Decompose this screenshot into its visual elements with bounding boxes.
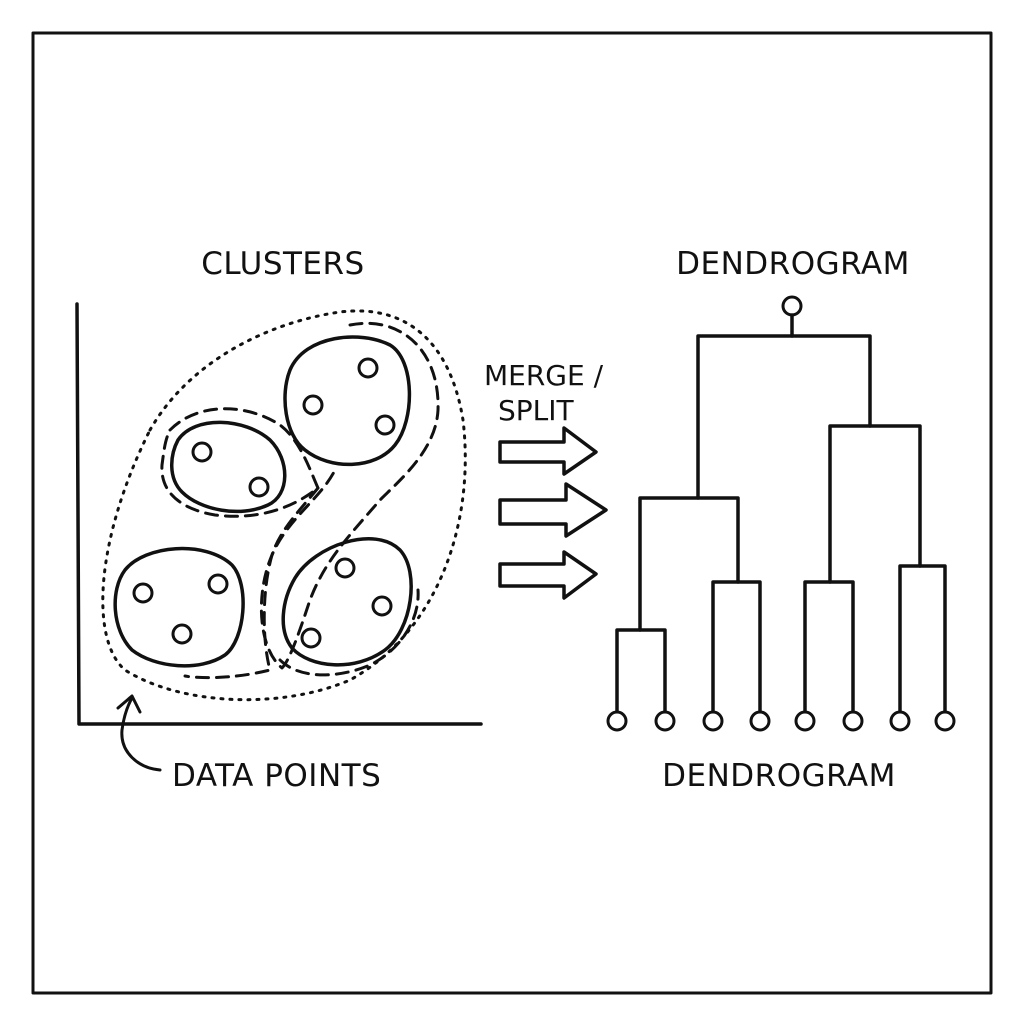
dashed-cluster-inner	[278, 588, 420, 677]
data-point	[357, 357, 379, 379]
data-point	[207, 573, 229, 595]
cluster-lower-left	[113, 546, 245, 668]
clusters-title: CLUSTERS	[201, 246, 364, 282]
leaf-node	[889, 710, 911, 732]
cluster-top-right	[283, 335, 412, 467]
data-point	[374, 414, 396, 436]
data-point	[371, 595, 393, 617]
data-points-label: DATA POINTS	[172, 758, 381, 794]
data-point	[171, 623, 193, 645]
dashed-cluster-upper	[160, 407, 320, 518]
leaf-node	[842, 710, 864, 732]
curved-arrow-icon	[120, 696, 162, 772]
data-point	[334, 557, 356, 579]
data-points-annotation: DATA POINTS	[116, 694, 381, 794]
dashed-cluster-lower	[183, 486, 320, 680]
cluster-lower-right	[281, 537, 413, 667]
right-arrow-icon	[498, 550, 598, 600]
leaf-node	[606, 710, 628, 732]
leaf-node	[749, 710, 771, 732]
leaf-node	[794, 710, 816, 732]
cluster-upper-left	[170, 420, 287, 514]
data-point	[300, 627, 322, 649]
dendrogram-tree	[606, 295, 956, 732]
outer-dotted-cluster	[101, 309, 467, 702]
right-arrow-icon	[498, 426, 598, 476]
right-arrow-icon	[498, 482, 608, 538]
scatter-axes	[75, 302, 483, 726]
data-point	[191, 441, 213, 463]
dendrogram-title-bottom: DENDROGRAM	[662, 758, 896, 794]
data-point	[132, 582, 154, 604]
merge-split-label-line1: MERGE /	[484, 359, 604, 392]
data-point	[302, 394, 324, 416]
leaf-node	[934, 710, 956, 732]
merge-split-label-line2: SPLIT	[498, 394, 575, 427]
merge-split-arrows	[498, 426, 608, 600]
leaf-node	[654, 710, 676, 732]
outer-frame	[31, 31, 993, 995]
leaf-node	[702, 710, 724, 732]
data-point	[248, 476, 270, 498]
dendrogram-title-top: DENDROGRAM	[676, 246, 910, 282]
root-node	[781, 295, 803, 317]
